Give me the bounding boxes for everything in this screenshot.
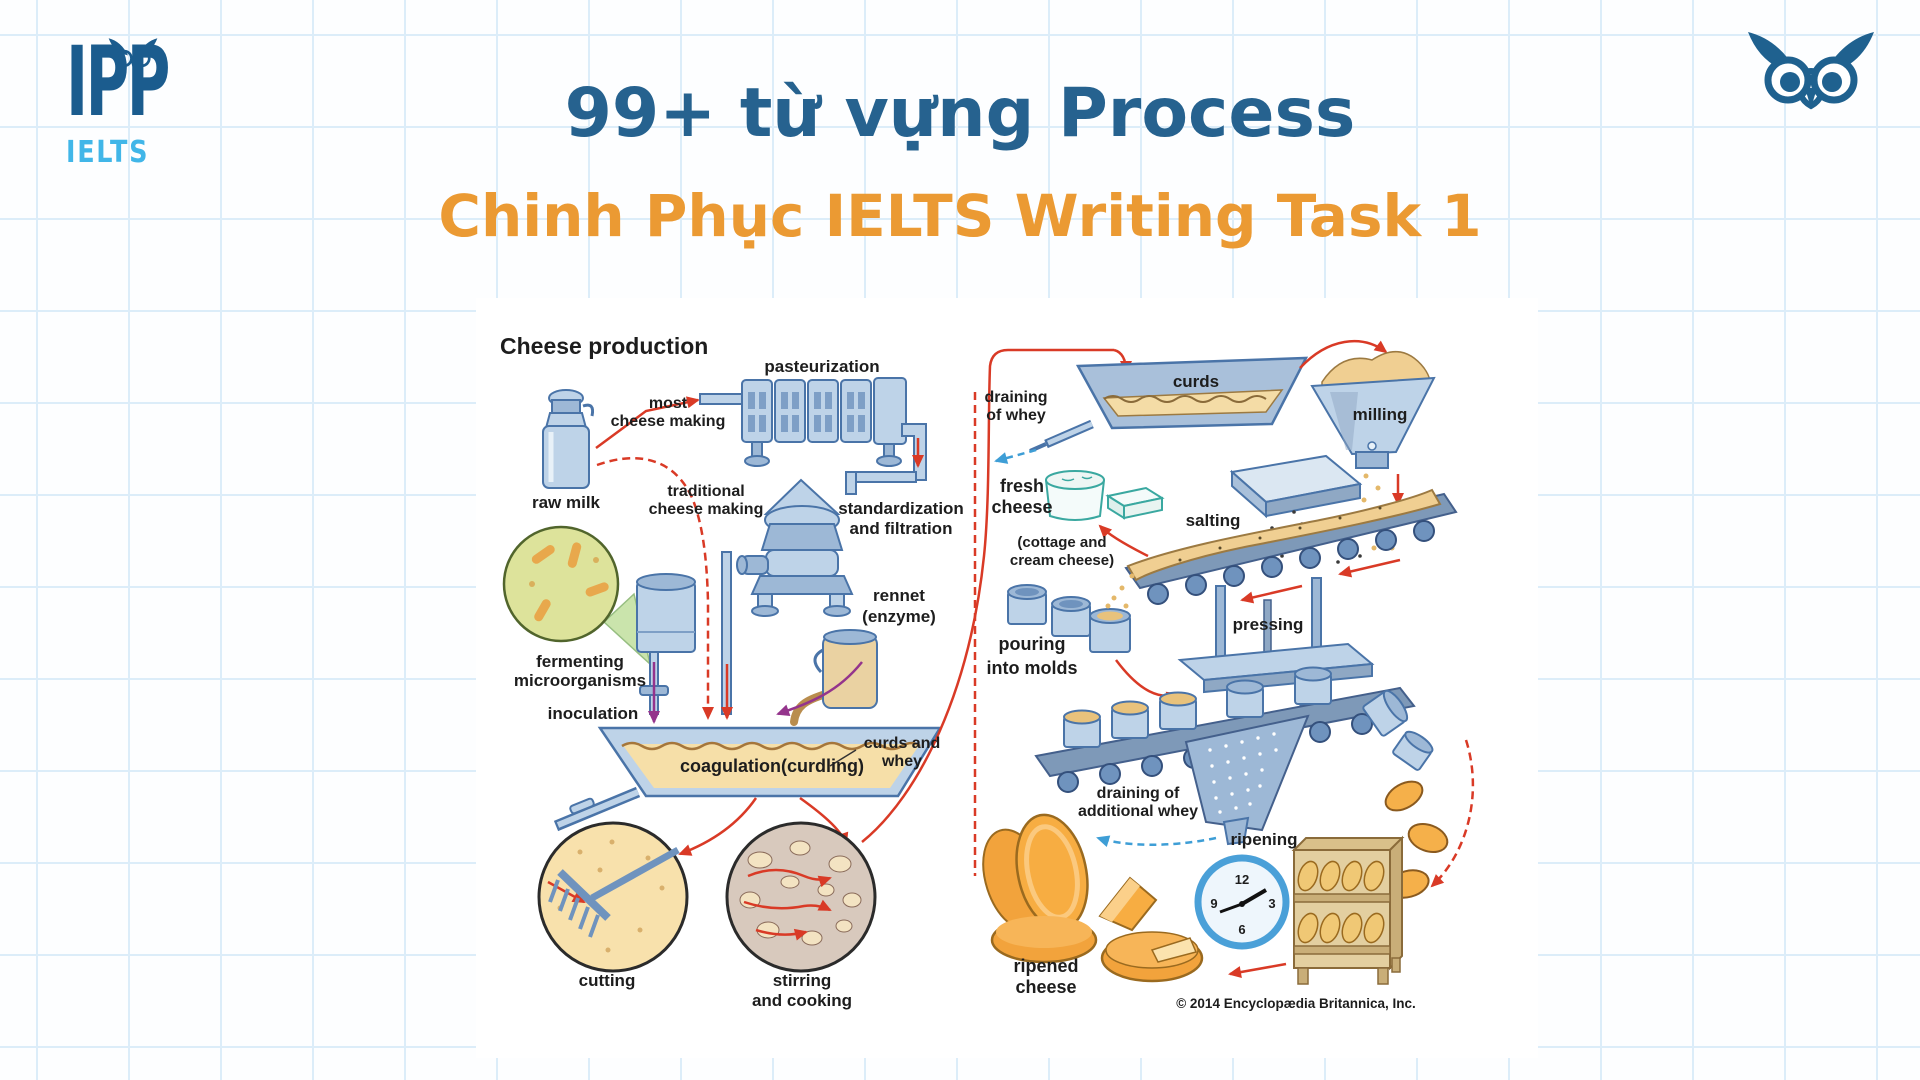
starter-tank <box>636 573 696 715</box>
rennet-jug <box>790 629 878 726</box>
arrow-to-ripening <box>1430 739 1475 888</box>
cheese-production-diagram: Cheese production most cheese making raw… <box>500 333 1475 1011</box>
label-draining-whey-1: draining <box>984 389 1047 406</box>
ripening-shelf <box>1291 835 1405 985</box>
owl-icon <box>1748 32 1874 110</box>
arrow-draining-additional-whey <box>1096 835 1217 847</box>
milling-funnel <box>1310 350 1436 469</box>
arrow-shelf-to-cheese <box>1228 962 1287 978</box>
arrow-tray-to-milling <box>1299 340 1388 369</box>
label-ripening: ripening <box>1230 830 1297 849</box>
label-curds: curds <box>1173 372 1219 391</box>
diagram-title: Cheese production <box>500 333 708 359</box>
fresh-cheese-containers <box>1045 470 1165 521</box>
draining-screen <box>1184 714 1310 846</box>
clock-number-6: 6 <box>1238 922 1245 937</box>
label-pasteurization: pasteurization <box>764 357 879 376</box>
cutting-circle <box>537 821 689 973</box>
label-traditional-2: cheese making <box>649 501 764 518</box>
label-rennet-2: (enzyme) <box>862 607 936 626</box>
label-raw-milk: raw milk <box>532 493 601 512</box>
arrow-belt-left-1 <box>1338 558 1401 578</box>
logo-subtext: IELTS <box>66 135 150 170</box>
molds <box>1007 573 1135 653</box>
clock-number-9: 9 <box>1210 896 1217 911</box>
label-fresh-cheese-1: fresh <box>1000 476 1044 496</box>
label-ripened-1: ripened <box>1013 956 1078 976</box>
coagulation-vat <box>553 726 943 832</box>
label-most-1: most <box>649 395 688 412</box>
label-fermenting-2: microorganisms <box>514 671 646 690</box>
label-traditional-1: traditional <box>667 483 744 500</box>
pipe-elbow-down <box>845 471 857 495</box>
clock-number-3: 3 <box>1268 896 1275 911</box>
label-cutting: cutting <box>579 971 636 990</box>
arrow-most-cheese-making <box>595 396 700 450</box>
label-inoculation: inoculation <box>548 704 639 723</box>
label-milling: milling <box>1353 405 1408 424</box>
label-draining-whey-2: of whey <box>986 407 1046 424</box>
label-stirring-1: stirring <box>773 971 832 990</box>
label-pouring-1: pouring <box>999 634 1066 654</box>
stirring-circle <box>725 821 877 973</box>
label-draining-additional-2: additional whey <box>1078 803 1198 820</box>
label-ripened-2: cheese <box>1015 977 1076 997</box>
label-fresh-cheese-2: cheese <box>991 497 1052 517</box>
label-rennet-1: rennet <box>873 586 925 605</box>
arrow-traditional-cheese-making <box>596 456 714 720</box>
page-title: 99+ từ vựng Process <box>564 74 1356 153</box>
clock-icon <box>1194 854 1290 950</box>
line-to-curds-tray <box>861 348 1114 843</box>
arrow-rennet <box>776 661 863 716</box>
label-standardization-1: standardization <box>838 499 964 518</box>
ripened-cheese-group <box>982 813 1204 983</box>
label-most-2: cheese making <box>611 413 726 430</box>
label-standardization-2: and filtration <box>850 519 953 538</box>
salt-hopper <box>1229 454 1363 519</box>
label-fermenting-1: fermenting <box>536 652 624 671</box>
label-cottage-2: cream cheese) <box>1010 552 1114 569</box>
label-draining-additional-1: draining of <box>1097 785 1180 802</box>
label-cottage-1: (cottage and <box>1017 534 1106 551</box>
label-coagulation: coagulation(curdling) <box>680 756 864 776</box>
arrow-belt-left-2 <box>1240 584 1303 604</box>
copyright-text: © 2014 Encyclopædia Britannica, Inc. <box>1176 996 1416 1011</box>
label-stirring-2: and cooking <box>752 991 852 1010</box>
label-salting: salting <box>1186 511 1241 530</box>
arrow-draining-whey <box>994 448 1037 464</box>
label-curds-whey-1: curds and <box>864 735 940 752</box>
clock-number-12: 12 <box>1235 872 1249 887</box>
arrow-fresh-cheese <box>1098 524 1149 558</box>
label-curds-whey-2: whey <box>881 753 922 770</box>
label-pouring-2: into molds <box>987 658 1078 678</box>
separator-machine <box>721 478 854 715</box>
raw-milk-can <box>542 389 595 489</box>
salting-conveyor <box>1124 488 1458 605</box>
arrow-molds-to-press <box>1115 659 1180 704</box>
press-machine <box>1177 577 1375 717</box>
curds-tray <box>1029 356 1309 453</box>
pasteurizer-machine <box>699 377 927 481</box>
fermenting-circle <box>502 525 652 667</box>
page-subtitle: Chinh Phục IELTS Writing Task 1 <box>438 182 1482 250</box>
arrow-vat-to-cutting <box>678 797 758 856</box>
logo-owl-icon <box>108 38 158 69</box>
label-pressing: pressing <box>1233 615 1304 634</box>
